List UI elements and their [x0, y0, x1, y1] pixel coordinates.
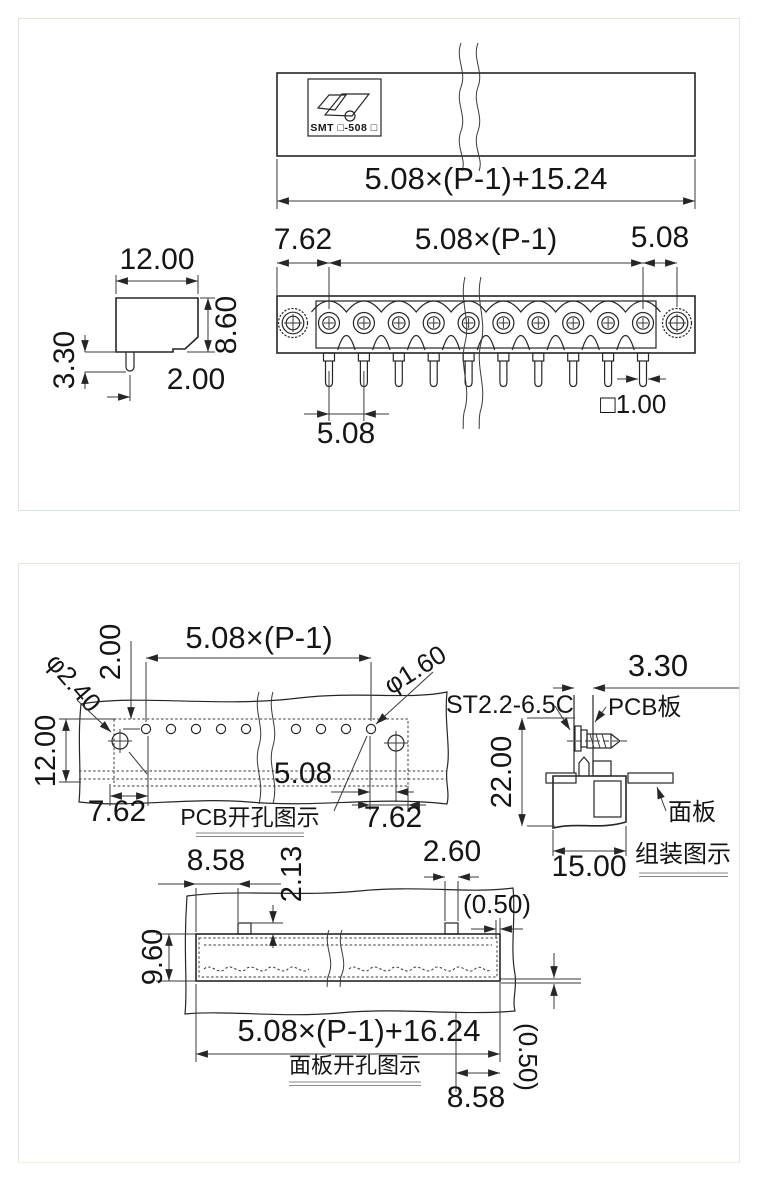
dim-notch-height: 2.13 — [276, 846, 308, 902]
dim-pcb-offset: 3.30 — [628, 648, 688, 683]
dim-end-offset: 5.08 — [631, 221, 689, 254]
dim-pin-square: □1.00 — [600, 389, 666, 419]
drawing-card-top: SMT □-508 □ 5.08×(P-1)+15.24 7.62 5.08×(… — [18, 18, 740, 511]
side-view-drawing: 12.00 8.60 3.30 2.00 — [48, 243, 243, 401]
dim-notch-width: 2.60 — [423, 835, 481, 868]
top-view-drawing: SMT □-508 □ 5.08×(P-1)+15.24 — [276, 42, 696, 209]
dim-pin-pitch: 5.08 — [317, 417, 375, 450]
brand-logo-text: SMT □-508 □ — [310, 122, 377, 134]
dim-notch-offset-right: 8.58 — [447, 1081, 505, 1114]
pin-row — [322, 352, 650, 388]
dim-pitch-span: 5.08×(P-1) — [415, 223, 558, 256]
dim-clearance-top: (0.50) — [463, 889, 531, 919]
dim-side-height: 8.60 — [210, 296, 243, 354]
dim-opening-width: 5.08×(P-1)+16.24 — [237, 1013, 480, 1048]
pin-pitch-dim: 5.08 — [304, 371, 389, 450]
dim-pin-offset: 2.00 — [167, 363, 225, 396]
mount-drill-right — [384, 731, 408, 755]
dim-opening-height: 9.60 — [137, 929, 169, 985]
assembly-diagram: 3.30 ST2.2-6.5C PCB板 22.00 — [446, 648, 739, 883]
dim-total-height: 22.00 — [486, 736, 518, 809]
terminal-circles — [317, 311, 655, 335]
dim-left-offset: 7.62 — [274, 223, 332, 256]
brand-logo: SMT □-508 □ — [307, 78, 382, 137]
dim-hole-pitch: 5.08 — [274, 757, 332, 790]
pcb-diagram-title: PCB开孔图示 — [180, 804, 319, 830]
pin-square-dim: □1.00 — [600, 375, 666, 419]
cutout-title: 面板开孔图示 — [289, 1053, 421, 1078]
dim-pin-hole-dia: φ1.60 — [378, 639, 451, 700]
top-drawing-svg: SMT □-508 □ 5.08×(P-1)+15.24 7.62 5.08×(… — [48, 42, 696, 450]
dim-pcb-pitch-span: 5.08×(P-1) — [185, 620, 332, 655]
pcb-board-label: PCB板 — [608, 694, 681, 721]
dim-edge-to-hole: 2.00 — [95, 624, 127, 680]
panel-cutout-diagram: 8.58 2.13 2.60 (0.50) 9.60 5.08×(P-1)+16… — [137, 835, 581, 1114]
front-view-drawing — [276, 276, 696, 430]
bottom-drawing-svg: 2.00 5.08×(P-1) φ2.40 φ1.60 12.00 7.62 5… — [30, 620, 739, 1114]
screw-spec-label: ST2.2-6.5C — [446, 691, 574, 719]
screw-drawing — [567, 725, 629, 752]
dim-notch-offset-left: 8.58 — [187, 844, 245, 877]
dim-right-margin: 7.62 — [364, 801, 422, 834]
mount-hole-right — [661, 307, 693, 339]
pin-hole-row — [140, 723, 377, 735]
dim-total-length: 5.08×(P-1)+15.24 — [364, 161, 607, 196]
mount-drill-left — [108, 729, 132, 753]
dim-body-depth: 15.00 — [551, 850, 626, 883]
mount-hole-left — [277, 307, 309, 339]
front-view-dims: 7.62 5.08×(P-1) 5.08 — [274, 221, 689, 309]
dim-board-height: 12.00 — [30, 715, 62, 788]
dim-left-margin: 7.62 — [88, 795, 146, 828]
dim-clearance-bottom: (0.50) — [513, 1023, 543, 1091]
pcb-drill-diagram: 2.00 5.08×(P-1) φ2.40 φ1.60 12.00 7.62 5… — [30, 620, 451, 837]
panel-label: 面板 — [668, 799, 716, 826]
dim-side-width: 12.00 — [119, 243, 194, 276]
assembly-title: 组装图示 — [635, 841, 731, 868]
dim-pin-length: 3.30 — [48, 331, 81, 389]
drawing-card-bottom: 2.00 5.08×(P-1) φ2.40 φ1.60 12.00 7.62 5… — [18, 563, 740, 1163]
